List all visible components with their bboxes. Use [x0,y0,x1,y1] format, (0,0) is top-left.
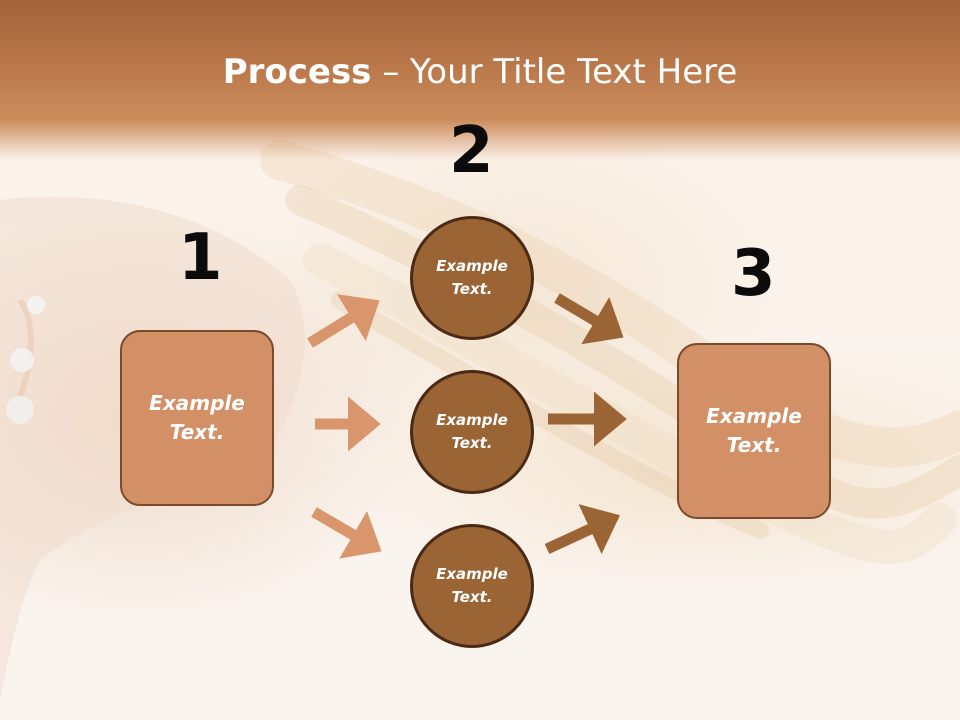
header-band [0,0,960,160]
step-number-1: 1 [178,221,223,295]
arrow-1-to-2-bottom [311,507,382,559]
arrow-1-to-2-top [307,294,380,348]
step-2-circle-top: Example Text. [410,216,534,340]
step-2-circle-middle: Example Text. [410,370,534,494]
step-3-label: Example Text. [706,404,802,457]
step-2-label-bottom: Example Text. [436,565,508,606]
step-3-box: Example Text. [677,343,831,519]
arrow-2-top-to-3 [554,293,624,345]
title-rest: – Your Title Text Here [371,52,738,92]
title-strong: Process [222,52,372,92]
step-number-3: 3 [731,237,776,311]
step-2-circle-bottom: Example Text. [410,524,534,648]
step-1-label: Example Text. [149,391,245,444]
step-2-label-top: Example Text. [436,257,508,298]
step-1-box: Example Text. [120,330,274,506]
step-number-2: 2 [449,114,494,188]
slide-title: Process – Your Title Text Here [0,52,960,92]
step-2-label-middle: Example Text. [436,411,508,452]
arrow-2-bottom-to-3 [544,504,620,555]
